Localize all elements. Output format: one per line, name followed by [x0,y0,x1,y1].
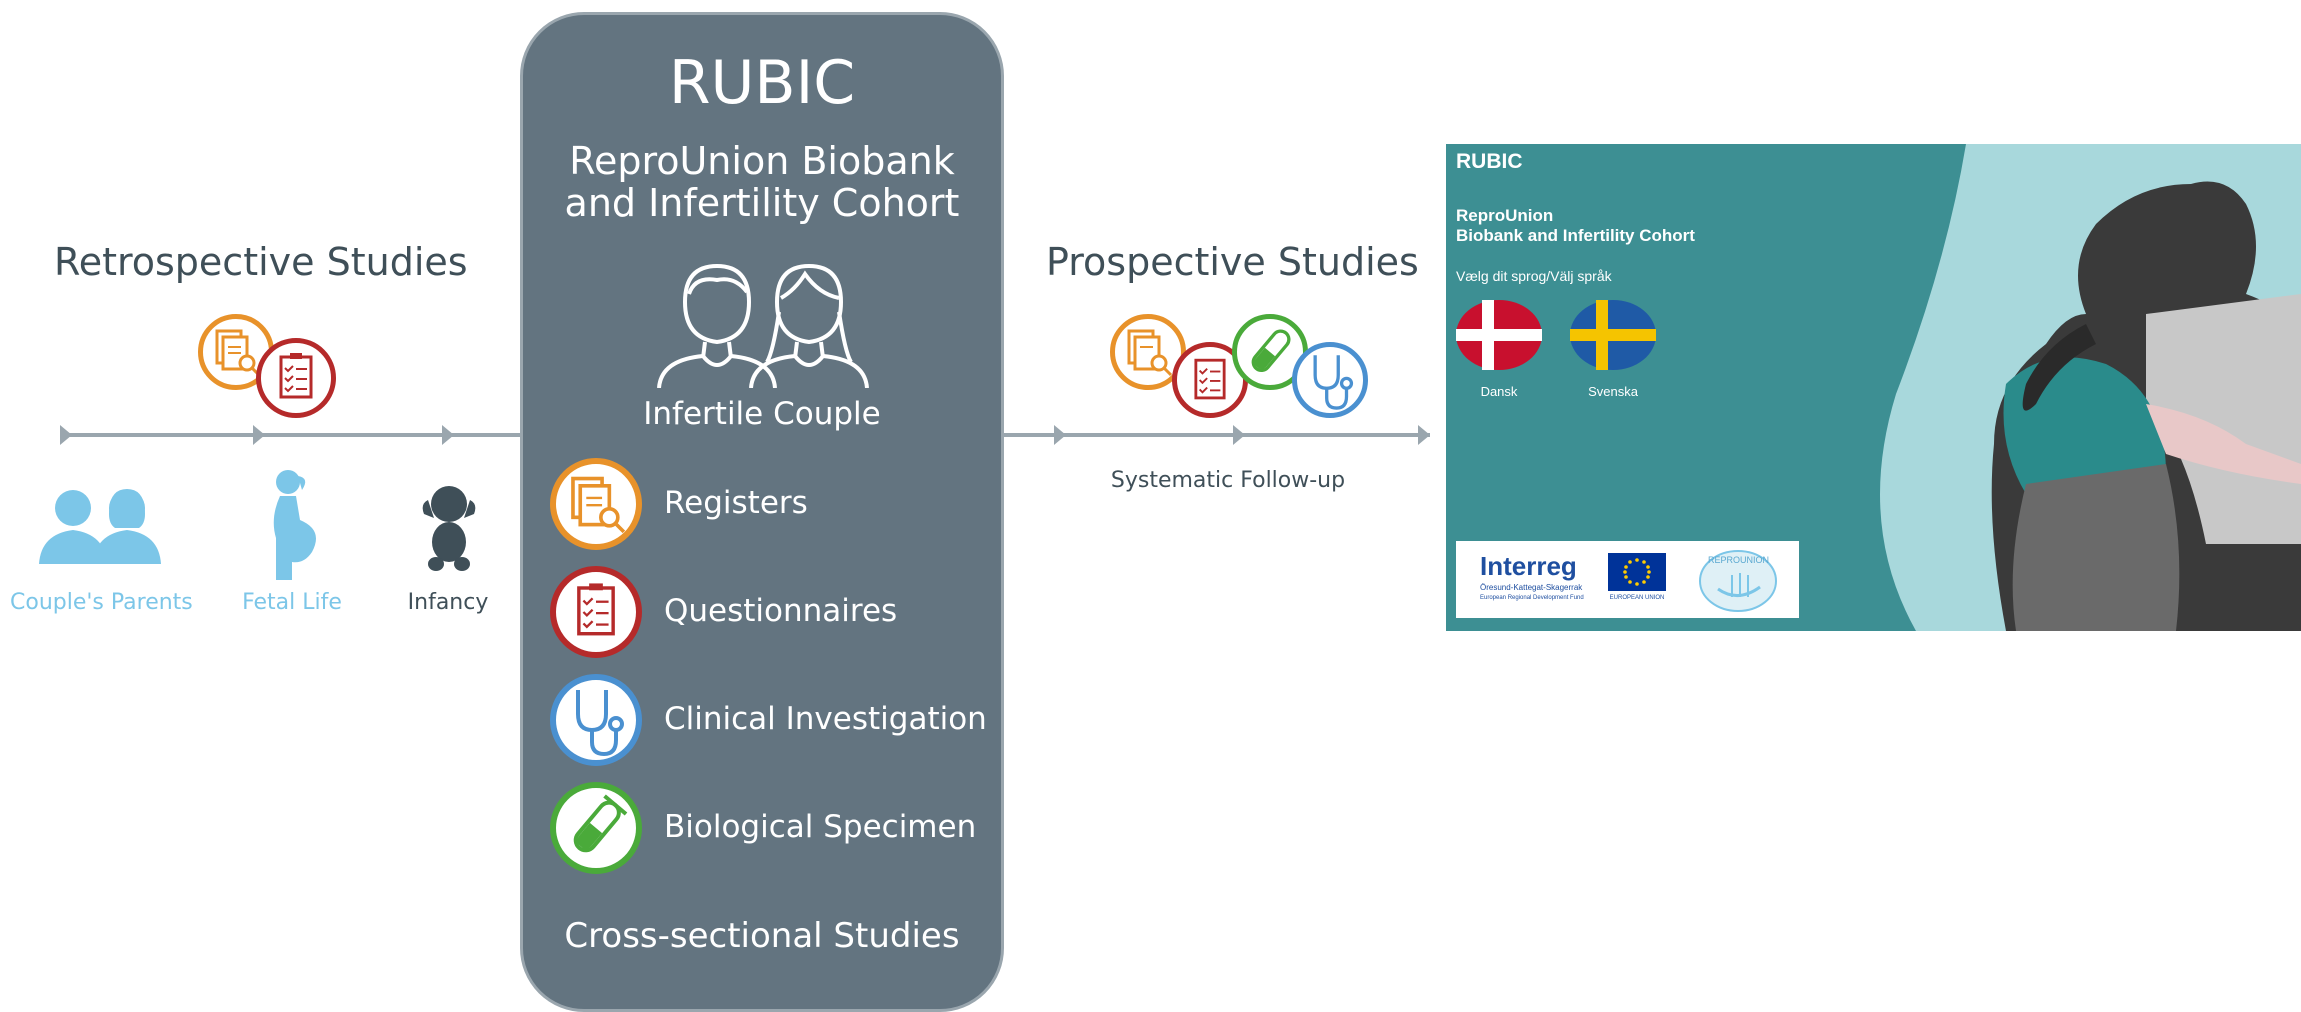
method-label-clinical: Clinical Investigation [664,701,987,737]
method-label-questionnaires: Questionnaires [664,593,898,629]
interreg-region: Öresund-Kattegat-Skagerrak [1480,583,1583,592]
fetal-life-label: Fetal Life [242,590,342,615]
denmark-flag-icon [1456,300,1542,370]
registers-icon [198,314,274,390]
reprounion-label: REPROUNION [1708,555,1770,565]
website-screenshot: RUBIC ReproUnion Biobank and Infertility… [1446,144,2301,631]
stethoscope-icon [1292,342,1368,418]
prospective-timeline [1004,425,1430,445]
screenshot-title-2: Biobank and Infertility Cohort [1456,226,1695,245]
infertile-couple-label: Infertile Couple [643,396,881,432]
rubic-title: RUBIC [668,48,856,118]
screenshot-brand: RUBIC [1456,150,1523,173]
pregnant-woman-icon [273,470,316,580]
method-label-biological: Biological Specimen [664,809,977,845]
screenshot-title-1: ReproUnion [1456,206,1554,225]
cross-sectional-label: Cross-sectional Studies [564,916,960,956]
prospective-heading: Prospective Studies [1046,240,1419,284]
questionnaire-icon [550,566,642,658]
subtitle-line-2: and Infertility Cohort [564,181,960,225]
swedish-label: Svenska [1588,384,1638,399]
danish-language-button[interactable] [1456,300,1542,386]
baby-icon [422,486,476,571]
method-label-registers: Registers [664,485,808,521]
parents-icon [39,489,161,564]
funding-logos: Interreg Öresund-Kattegat-Skagerrak Euro… [1456,541,1799,618]
registers-icon [550,458,642,550]
infancy-label: Infancy [407,590,489,615]
eu-label: EUROPEAN UNION [1609,595,1665,601]
stethoscope-icon [550,674,642,766]
swedish-language-button[interactable] [1570,300,1656,386]
eu-flag-icon [1608,553,1666,591]
questionnaire-icon [256,338,336,418]
infertile-couple-icon [657,263,869,388]
sweden-flag-icon [1570,300,1656,370]
followup-label: Systematic Follow-up [1110,468,1346,493]
retrospective-timeline [60,425,525,445]
language-prompt: Vælg dit sprog/Välj språk [1456,268,1612,284]
reprounion-logo-icon [1699,550,1777,612]
danish-label: Dansk [1480,384,1518,399]
parents-label: Couple's Parents [10,590,193,615]
subtitle-line-1: ReproUnion Biobank [569,139,955,183]
interreg-fund: European Regional Development Fund [1480,595,1584,601]
interreg-logo: Interreg [1480,551,1577,581]
test-tube-icon [550,782,642,874]
website-background-art [1880,144,2301,631]
retrospective-heading: Retrospective Studies [54,240,468,284]
rubic-subtitle: ReproUnion Biobank and Infertility Cohor… [520,140,1004,224]
